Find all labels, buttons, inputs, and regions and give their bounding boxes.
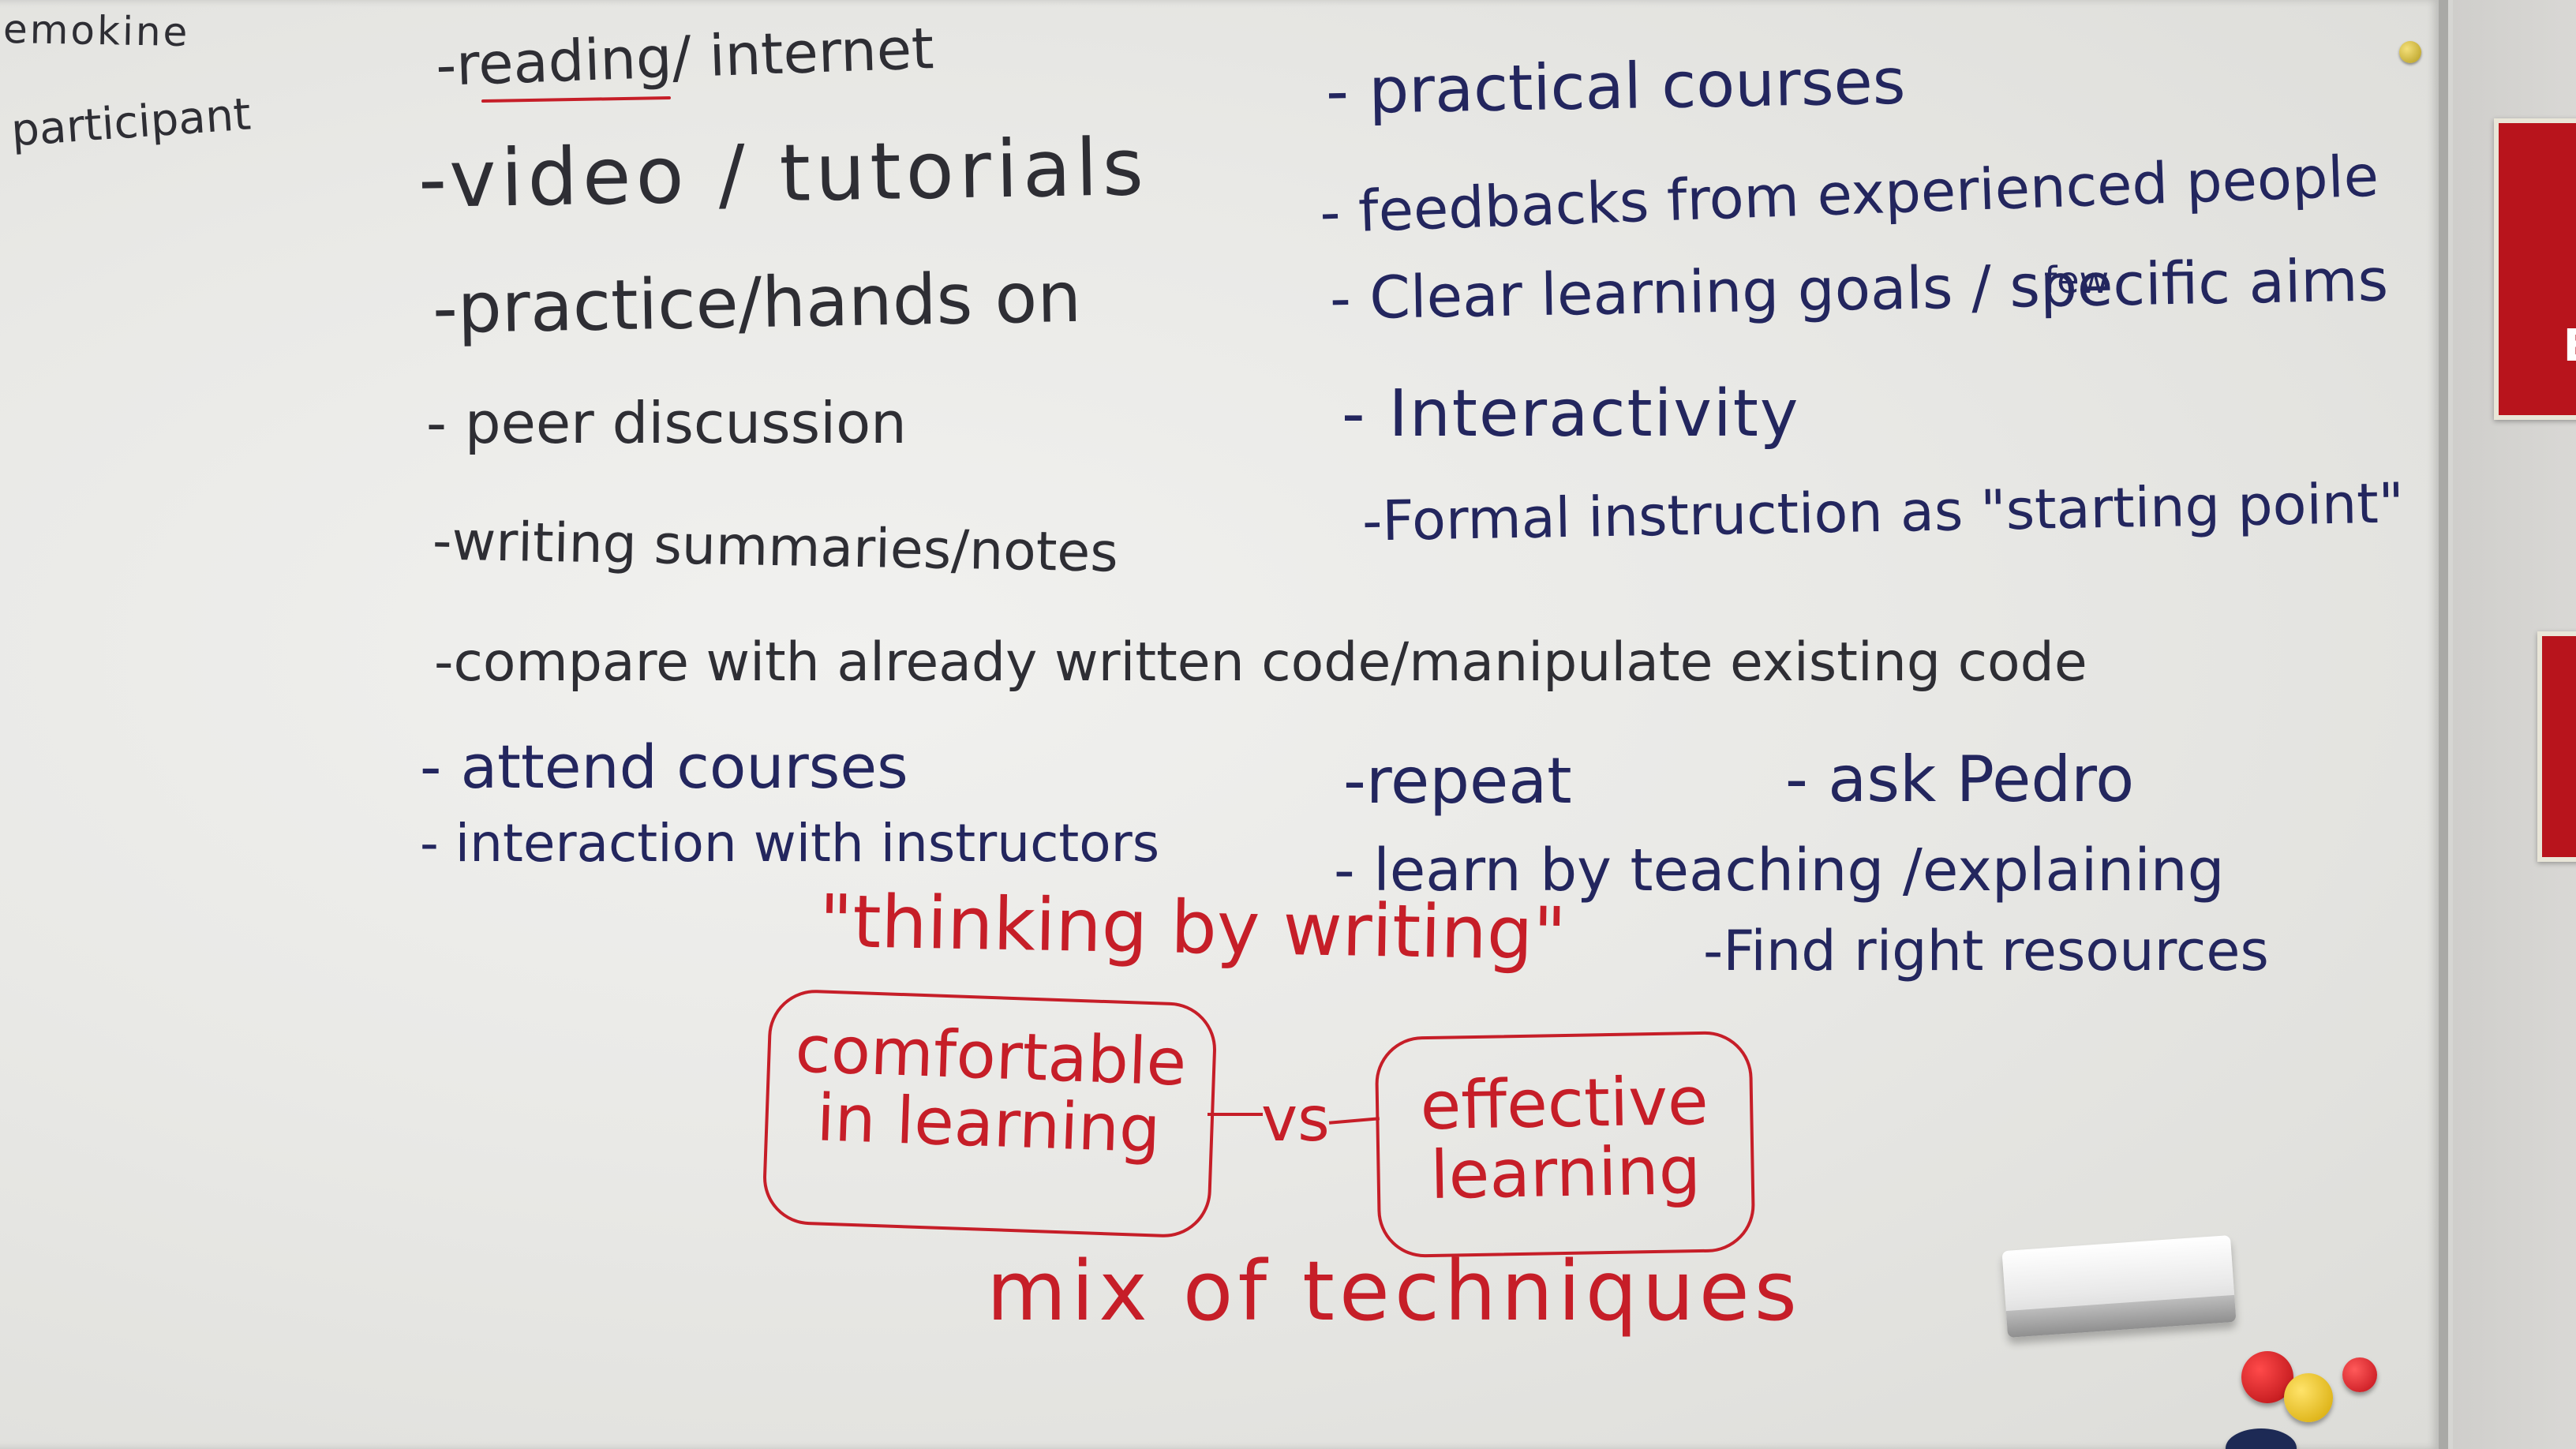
list-item-interaction: - interaction with instructors bbox=[420, 813, 1160, 874]
box-effective-learning: effective learning bbox=[1374, 1030, 1756, 1259]
quote-thinking-by-writing: "thinking by writing" bbox=[818, 878, 1567, 977]
list-item-clear-goals: - Clear learning goals / specific aims bbox=[1329, 246, 2389, 333]
list-item-repeat: -repeat bbox=[1343, 744, 1572, 818]
wall-poster: E bbox=[2494, 118, 2576, 420]
magnet-yellow-icon bbox=[2284, 1373, 2333, 1422]
box-right-text: effective learning bbox=[1386, 1061, 1743, 1215]
list-item-writing: -writing summaries/notes bbox=[432, 510, 1119, 585]
list-item-compare-code: -compare with already written code/manip… bbox=[434, 631, 2087, 694]
list-item-find-resources: -Find right resources bbox=[1703, 919, 2269, 983]
poster-letter: E bbox=[2563, 320, 2576, 372]
box-left-line-2: in learning bbox=[815, 1080, 1162, 1168]
list-item-reading: -reading/ internet bbox=[434, 15, 935, 99]
box-right-line-1: effective bbox=[1419, 1061, 1709, 1145]
list-item-interactivity: - Interactivity bbox=[1342, 376, 1800, 451]
list-item-formal-instruction: -Formal instruction as "starting point" bbox=[1361, 470, 2405, 554]
whiteboard bbox=[0, 0, 2453, 1449]
list-item-learn-by-teaching: - learn by teaching /explaining bbox=[1334, 837, 2225, 904]
magnet-red-small-icon bbox=[2342, 1357, 2377, 1392]
list-item-practice: -practice/hands on bbox=[432, 256, 1082, 350]
board-pin-icon bbox=[2399, 41, 2421, 63]
list-item-peer-discussion: - peer discussion bbox=[426, 390, 907, 456]
wall-poster-small bbox=[2537, 631, 2576, 862]
list-item-clear-goals-wrap: - Clear learning goals / specific aims bbox=[1329, 246, 2388, 332]
list-item-attend-courses: - attend courses bbox=[420, 732, 908, 802]
box-right-line-2: learning bbox=[1429, 1132, 1702, 1215]
note-emokine: emokine bbox=[2, 6, 190, 56]
list-item-practical-courses: - practical courses bbox=[1325, 44, 1907, 129]
mix-of-techniques: mix of techniques bbox=[987, 1243, 1802, 1339]
eraser bbox=[2001, 1235, 2237, 1338]
insert-few: few bbox=[2044, 259, 2110, 301]
list-item-video: -video / tutorials bbox=[417, 120, 1149, 227]
box-comfortable-learning: comfortable in learning bbox=[761, 988, 1219, 1239]
list-item-ask-pedro: - ask Pedro bbox=[1785, 743, 2135, 816]
vs-connector-left bbox=[1208, 1113, 1263, 1116]
vs-label: vs bbox=[1261, 1084, 1330, 1155]
box-left-text: comfortable in learning bbox=[778, 1012, 1201, 1168]
